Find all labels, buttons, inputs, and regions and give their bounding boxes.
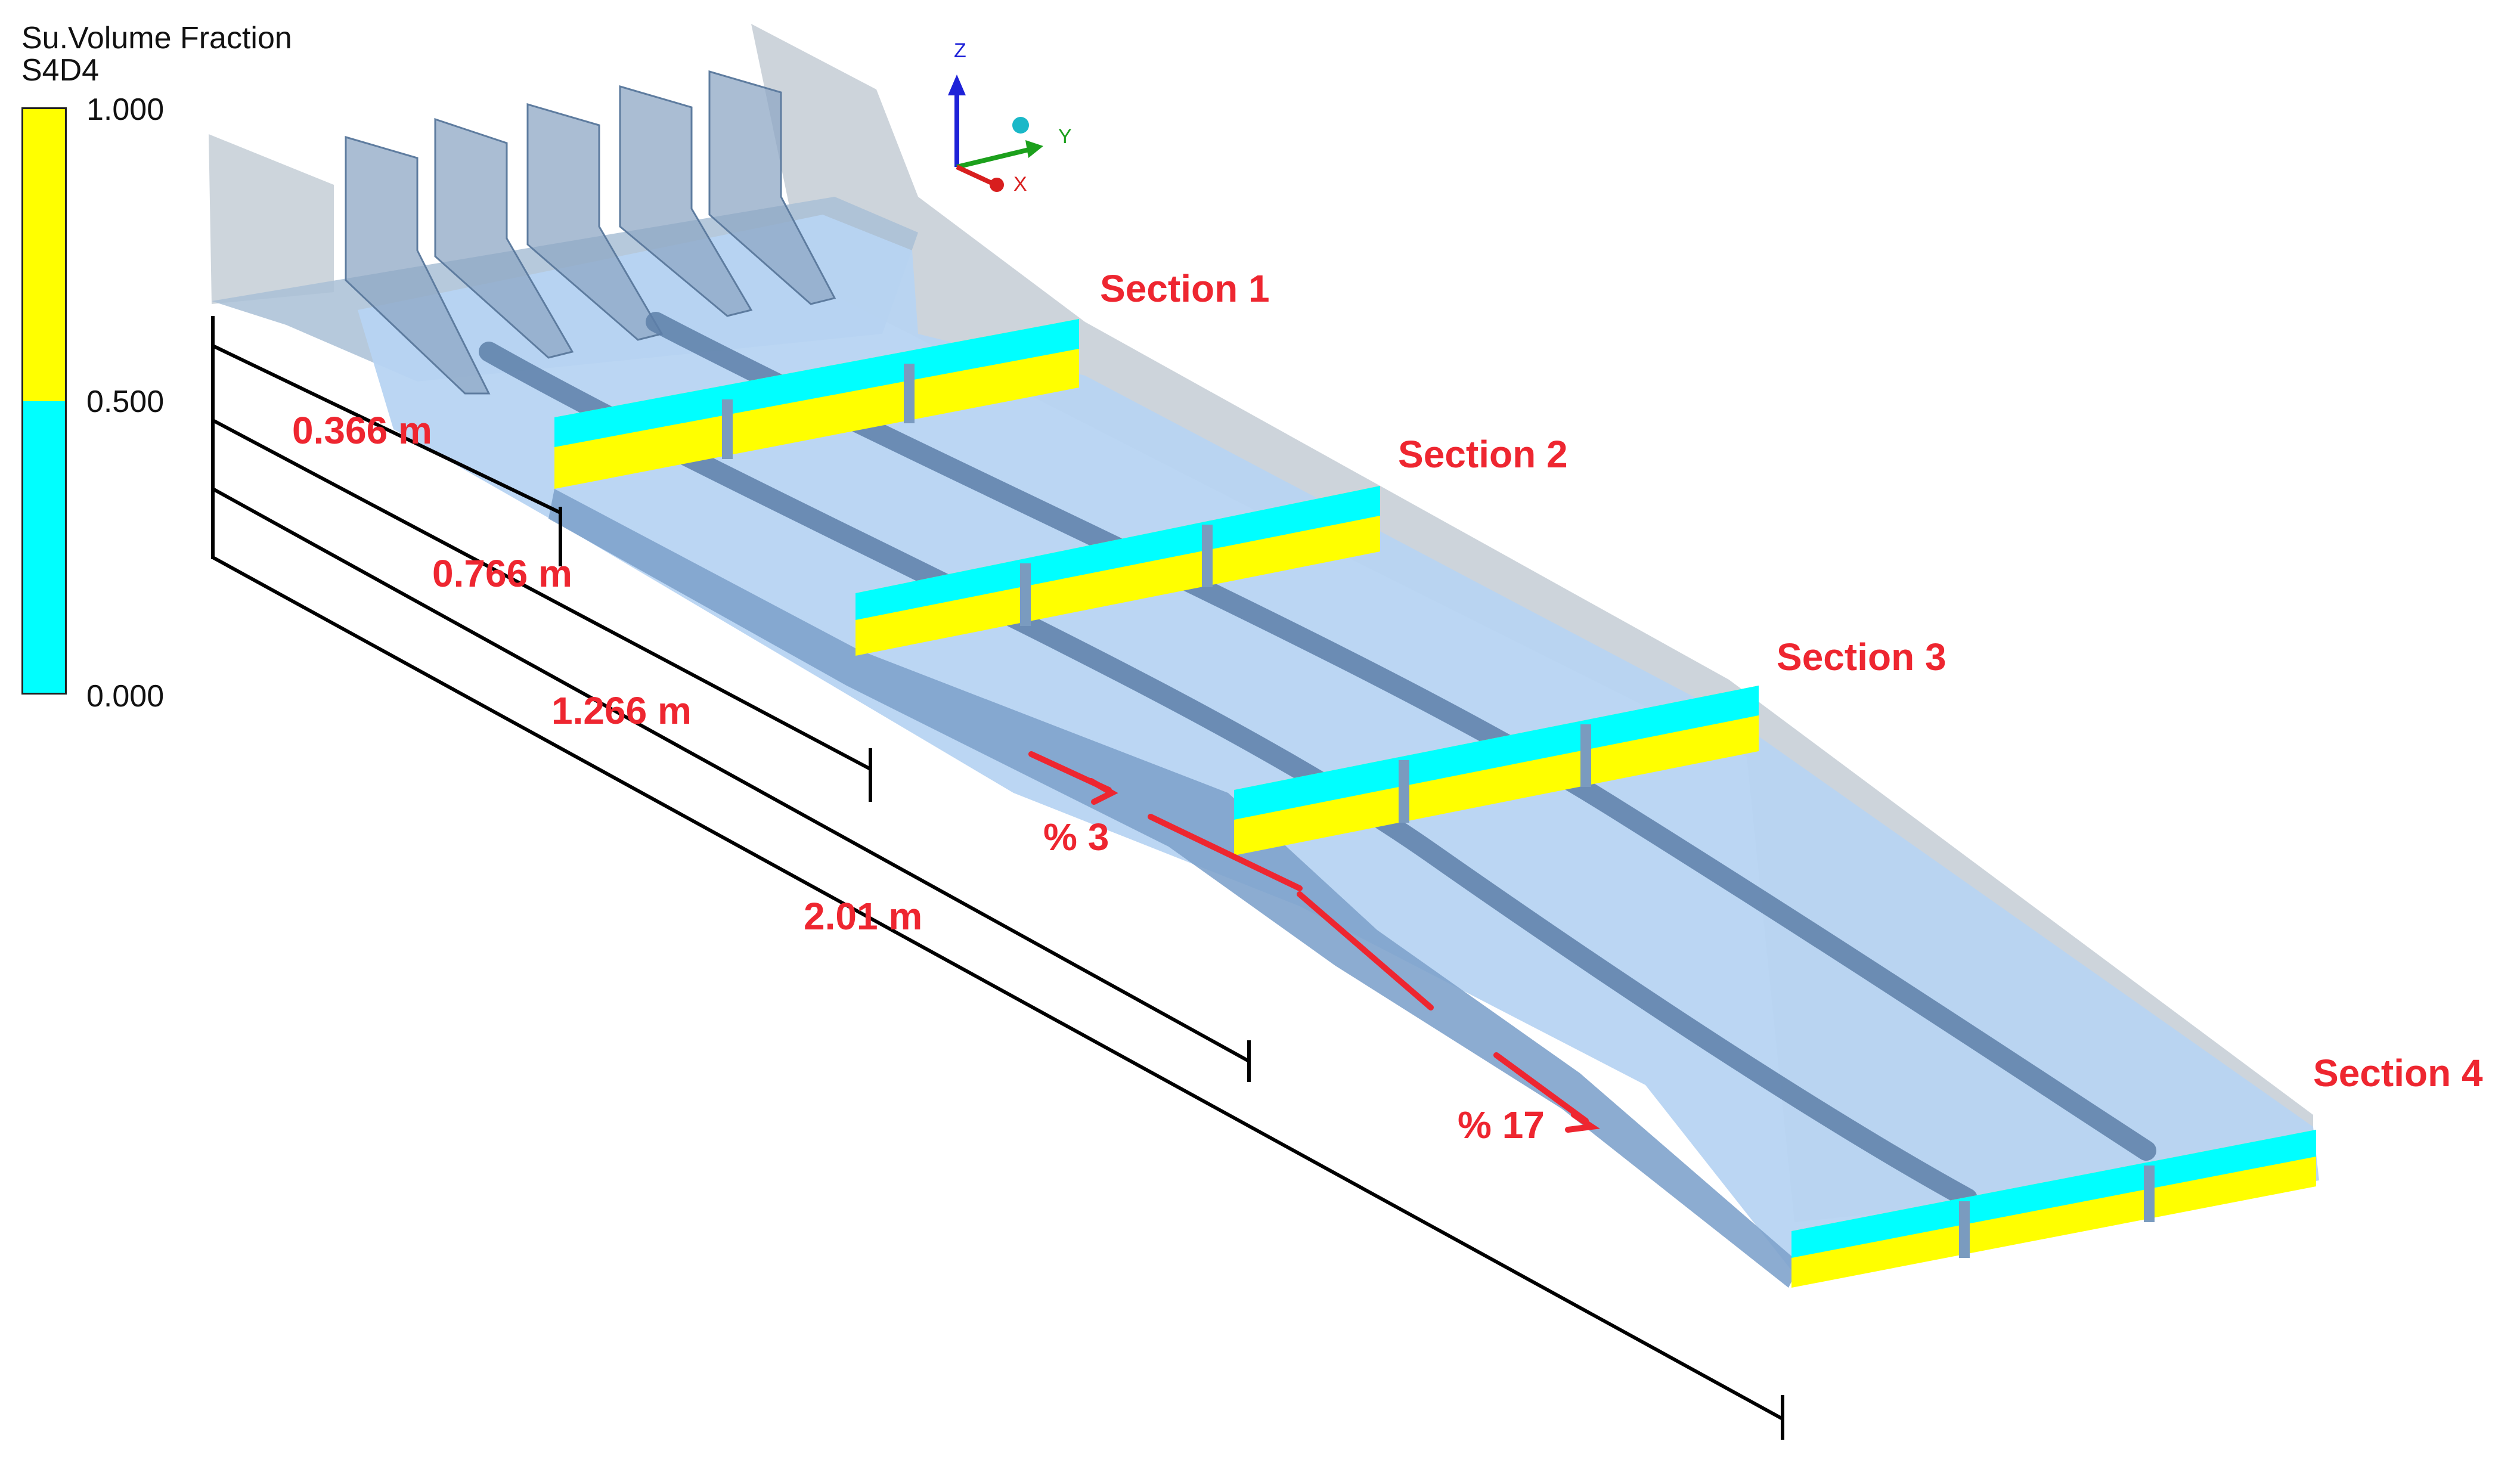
legend-title: Su.Volume Fraction [21, 21, 292, 55]
section-1-cut [554, 319, 1079, 489]
section-3-label: Section 3 [1777, 636, 1946, 678]
section-3-cut [1234, 686, 1759, 855]
upstream-baffles [345, 70, 836, 395]
distance-label-2: 0.766 m [432, 552, 572, 595]
distance-label-4: 2.01 m [804, 895, 923, 938]
slope-label-2: % 17 [1458, 1103, 1545, 1146]
dimension-lines [211, 316, 1784, 1440]
axis-z-label: Z [954, 39, 966, 62]
distance-label-3: 1.266 m [551, 689, 692, 732]
legend-yellow-segment [23, 109, 65, 401]
axis-x-label: X [1013, 173, 1027, 196]
legend-tick-min: 0.000 [86, 679, 165, 714]
legend-cyan-segment [23, 401, 65, 693]
section-4-label: Section 4 [2313, 1052, 2483, 1095]
slope-markers [1028, 751, 1600, 1133]
upstream-back-wall [209, 134, 334, 304]
channel-side [548, 489, 1800, 1288]
section-2-label: Section 2 [1398, 433, 1568, 476]
channel-floor [358, 215, 2319, 1282]
slope-label-1: % 3 [1043, 816, 1109, 858]
section-4-cut [1791, 1130, 2316, 1288]
legend-color-bar [21, 107, 67, 695]
legend-tick-max: 1.000 [86, 92, 165, 127]
axis-y-label: Y [1058, 125, 1072, 148]
legend-subtitle: S4D4 [21, 53, 100, 88]
legend-tick-mid: 0.500 [86, 385, 165, 419]
section-1-label: Section 1 [1100, 267, 1270, 310]
axis-triad [948, 75, 1043, 192]
distance-label-1: 0.366 m [292, 409, 432, 452]
section-2-cut [856, 486, 1380, 656]
